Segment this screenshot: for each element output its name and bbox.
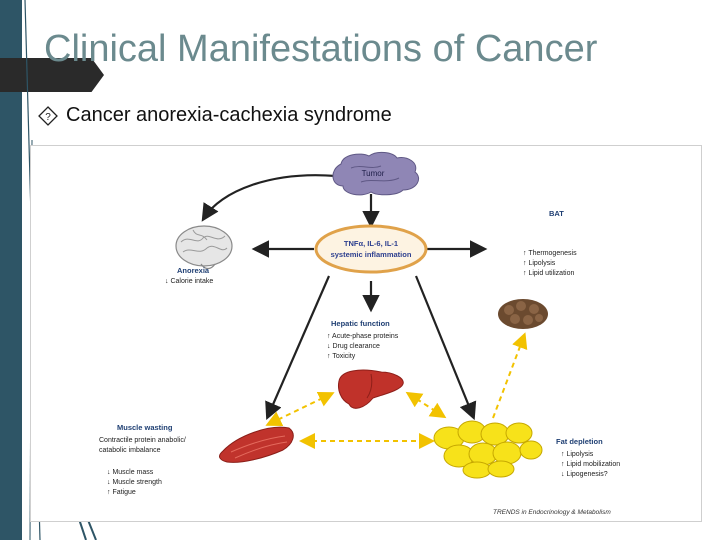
muscle-desc-1: Contractile protein anabolic/ bbox=[99, 437, 186, 444]
inflammation-line1: TNFα, IL-6, IL-1 bbox=[344, 239, 398, 248]
title-accent-tab bbox=[0, 58, 104, 92]
tumor-label: Tumor bbox=[362, 169, 385, 178]
fat-title: Fat depletion bbox=[556, 437, 603, 446]
anorexia-title: Anorexia bbox=[177, 266, 210, 275]
muscle-item-2: ↓ Muscle strength bbox=[107, 479, 162, 486]
arrow-inflammation-to-muscle bbox=[265, 275, 331, 421]
fat-item-2: ↑ Lipid mobilization bbox=[561, 461, 620, 468]
muscle-title: Muscle wasting bbox=[117, 423, 173, 432]
dashed-arrow-fat-bat bbox=[492, 332, 528, 419]
svg-text:?: ? bbox=[45, 112, 51, 123]
bat-item-2: ↑ Lipolysis bbox=[523, 260, 556, 267]
brain-icon bbox=[175, 225, 233, 270]
bat-title: BAT bbox=[549, 209, 564, 218]
hepatic-title: Hepatic function bbox=[331, 319, 390, 328]
bat-item-3: ↑ Lipid utilization bbox=[523, 270, 574, 277]
arrow-tumor-to-brain bbox=[201, 174, 337, 222]
inflammation-line2: systemic inflammation bbox=[331, 250, 412, 259]
white-fat-icon bbox=[433, 420, 543, 479]
hepatic-item-3: ↑ Toxicity bbox=[327, 353, 356, 360]
liver-icon bbox=[338, 369, 404, 409]
arrow-inflammation-to-fat bbox=[414, 275, 477, 421]
dashed-arrow-liver-muscle bbox=[265, 392, 335, 426]
cachexia-diagram: Tumor TNFα, IL-6, IL-1 systemic inflamma… bbox=[30, 145, 702, 522]
muscle-item-1: ↓ Muscle mass bbox=[107, 469, 154, 476]
slide-title: Clinical Manifestations of Cancer bbox=[44, 28, 598, 70]
diamond-bullet-icon: ? bbox=[38, 105, 58, 126]
bullet-text: Cancer anorexia-cachexia syndrome bbox=[66, 104, 392, 126]
tumor-icon bbox=[332, 151, 419, 196]
muscle-item-3: ↑ Fatigue bbox=[107, 489, 136, 496]
dashed-arrow-liver-fat bbox=[405, 391, 447, 419]
anorexia-item: ↓ Calorie intake bbox=[165, 278, 213, 285]
bullet-item: ? Cancer anorexia-cachexia syndrome bbox=[38, 104, 392, 127]
fat-item-1: ↑ Lipolysis bbox=[561, 451, 594, 458]
bat-item-1: ↑ Thermogenesis bbox=[523, 250, 577, 257]
muscle-icon bbox=[219, 426, 294, 463]
source-caption: TRENDS in Endocrinology & Metabolism bbox=[493, 509, 611, 516]
sidebar-strip bbox=[0, 0, 22, 540]
inflammation-node bbox=[314, 224, 428, 274]
fat-item-3: ↓ Lipogenesis? bbox=[561, 471, 608, 478]
brown-fat-icon bbox=[498, 299, 548, 329]
hepatic-item-1: ↑ Acute-phase proteins bbox=[327, 333, 399, 340]
hepatic-item-2: ↓ Drug clearance bbox=[327, 343, 380, 350]
muscle-desc-2: catabolic imbalance bbox=[99, 447, 161, 454]
